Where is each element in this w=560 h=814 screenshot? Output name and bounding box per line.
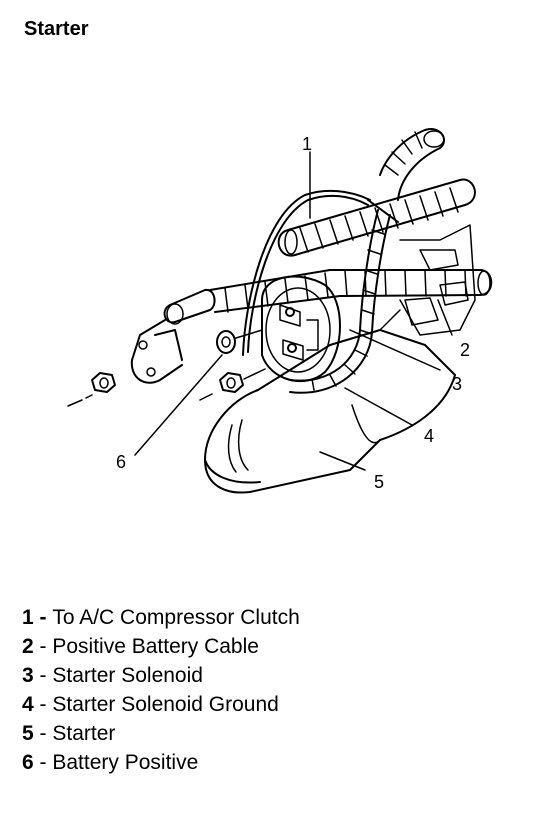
legend-number: 4 xyxy=(22,693,34,716)
legend-text: Starter Solenoid xyxy=(52,664,203,687)
starter-diagram: 1 2 3 4 5 6 xyxy=(67,128,493,494)
legend-item: 1 - To A/C Compressor Clutch xyxy=(22,603,300,632)
engine-block xyxy=(379,224,476,336)
legend-item: 3 - Starter Solenoid xyxy=(22,661,300,690)
callout-leaders xyxy=(134,151,453,471)
legend-item: 5 - Starter xyxy=(22,719,300,748)
callout-1: 1 xyxy=(302,134,312,154)
callout-2: 2 xyxy=(460,340,470,360)
legend-number: 1 xyxy=(22,606,34,629)
callout-5: 5 xyxy=(374,472,384,492)
legend-number: 2 xyxy=(22,635,34,658)
legend-text: To A/C Compressor Clutch xyxy=(52,606,300,629)
callout-3: 3 xyxy=(452,374,462,394)
callout-6: 6 xyxy=(116,452,126,472)
mounting-nuts xyxy=(67,329,266,407)
starter-solenoid xyxy=(261,275,341,382)
legend-item: 6 - Battery Positive xyxy=(22,748,300,777)
legend-text: Starter Solenoid Ground xyxy=(52,693,279,716)
legend-separator: - xyxy=(33,751,53,774)
solenoid-ground-loom xyxy=(289,209,391,394)
legend-separator: - xyxy=(33,693,53,716)
legend-number: 3 xyxy=(22,664,34,687)
legend-item: 4 - Starter Solenoid Ground xyxy=(22,690,300,719)
legend-text: Battery Positive xyxy=(52,751,199,774)
legend-number: 6 xyxy=(22,751,34,774)
callout-4: 4 xyxy=(424,426,434,446)
legend-number: 5 xyxy=(22,722,34,745)
upper-harness-loom xyxy=(277,178,476,257)
legend-separator: - xyxy=(33,722,53,745)
page-title: Starter xyxy=(24,18,89,40)
legend-text: Starter xyxy=(52,722,116,745)
legend-separator: - xyxy=(33,606,53,629)
legend-separator: - xyxy=(33,664,53,687)
battery-terminal-bracket xyxy=(130,288,216,384)
legend-text: Positive Battery Cable xyxy=(52,635,259,658)
legend-item: 2 - Positive Battery Cable xyxy=(22,632,300,661)
vertical-harness-loom xyxy=(379,128,445,201)
legend-separator: - xyxy=(33,635,53,658)
legend-list: 1 - To A/C Compressor Clutch 2 - Positiv… xyxy=(22,603,300,777)
positive-battery-cable xyxy=(209,269,493,313)
